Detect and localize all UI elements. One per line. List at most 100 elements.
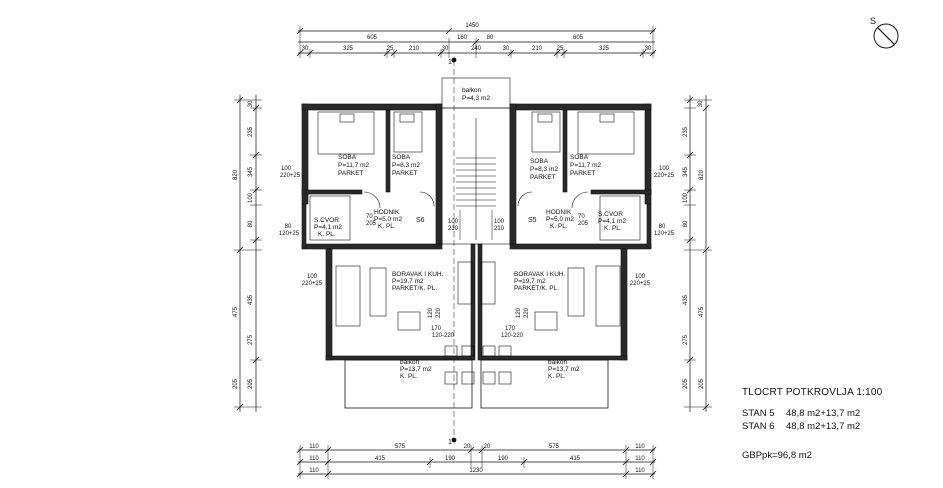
dim-top-3-9: 325 [599,46,610,52]
unit-area: 48,8 m2+13,7 m2 [786,408,861,419]
dim-right-0: 30 [698,100,704,107]
dim-top-3-1: 325 [343,46,354,52]
tag-window-right-mid-b: 220+25 [630,281,651,287]
room-boravak-1-name: BORAVAK I KUH. [392,271,444,278]
unit-row: STAN 6 48,8 m2+13,7 m2 [742,420,932,433]
room-scvor-1-floor: K. PL. [318,231,336,238]
dim-left-3: 100 [248,192,254,203]
room-boravak-2-floor: PARKET/K. PL. [514,285,559,292]
dim-top-3-8: 25 [557,46,564,52]
dim-top-2a: 605 [367,35,378,41]
dim-right-2: 345 [683,166,689,177]
dim-bot-2-0: 110 [309,456,319,462]
room-hodnik-2-name: HODNIK [546,209,572,216]
room-balkon-2-area: P=13,7 m2 [548,366,580,373]
door-tag-13: 220 [524,307,530,318]
room-scvor-1-area: P=4,1 m2 [314,224,342,231]
room-boravak-1-area: P=19,7 m2 [392,278,424,285]
unit-name: STAN 5 [742,408,775,419]
tag-window-right-top-b: 220+25 [654,173,675,179]
dim-left-1: 235 [248,126,254,137]
dim-left-10: 205 [233,378,239,389]
door-tag-2: 70 [578,214,585,220]
dim-left-4: 820 [233,169,239,180]
room-hodnik-1-name: HODNIK [374,209,400,216]
dim-top-total: 1450 [465,23,479,29]
room-soba-2-floor: PARKET [392,170,418,177]
dim-left-2: 345 [248,166,254,177]
room-hodnik-1-floor: K. PL. [378,223,396,230]
gross-area: GBPpk=96,8 m2 [742,450,812,461]
dim-right-10: 205 [699,378,705,389]
room-hodnik-1-area: P=5,0 m2 [374,216,402,223]
door-tag-11: 220 [436,307,442,318]
dim-bot-3-2: 110 [635,468,645,474]
room-scvor-1-name: S.CVOR [314,217,339,224]
room-soba-3-name: SOBA [530,158,549,165]
room-scvor-2-name: S.CVOR [598,211,623,218]
dim-right-8: 275 [683,334,689,345]
room-hodnik-2-area: P=5,0 m2 [546,216,574,223]
room-balkon-1-name: balkon [400,359,420,366]
dim-bot-1-4: 575 [549,444,560,450]
door-tag-10: 120 [428,307,434,318]
dim-bot-2-1: 415 [375,456,386,462]
tag-window-right-bath-a: 80 [659,224,666,230]
tag-window-left-bath-b: 120+25 [279,231,300,237]
dim-top-3-2: 25 [387,46,394,52]
unit-row: STAN 5 48,8 m2+13,7 m2 [742,407,932,420]
dim-left-7: 475 [233,306,239,317]
dim-right-1: 235 [683,126,689,137]
dim-bot-1-0: 110 [309,444,319,450]
room-scvor-2-floor: K. PL. [604,225,622,232]
dim-right-5: 80 [683,220,689,227]
door-tag-6: 100 [448,219,459,225]
tag-window-left-top-b: 220+25 [280,173,301,179]
drawing-legend: TLOCRT POTKROVLJA 1:100 STAN 5 48,8 m2+1… [742,386,932,462]
dim-bot-3-0: 110 [309,468,319,474]
dim-top-3-10: 30 [645,46,652,52]
dim-left-9: 205 [248,378,254,389]
room-soba-2-area: P=8,3 m2 [392,162,420,169]
tag-window-left-mid-a: 100 [307,274,318,280]
room-soba-1-name: SOBA [338,154,357,161]
dim-top-3-7: 210 [532,46,543,52]
door-tag-s5: S5 [528,217,537,224]
room-balkon-top-name: balkon [462,87,482,94]
dim-bot-1-3: 20 [484,444,491,450]
dim-right-7: 475 [699,306,705,317]
tag-window-left-top-a: 100 [281,166,292,172]
room-soba-4-area: P=11,7 m2 [570,162,602,169]
room-soba-2-name: SOBA [392,154,411,161]
dim-left-0: 30 [248,100,254,107]
dim-bot-1-1: 575 [395,444,406,450]
room-hodnik-2-floor: K. PL. [550,223,568,230]
unit-name: STAN 6 [742,421,775,432]
dim-top-2d: 605 [573,35,584,41]
dim-right-9: 205 [683,378,689,389]
north-arrow-label: S [870,16,876,26]
room-soba-3-area: P=8,3 m2 [530,166,558,173]
section-mark-top: 1 [448,59,452,66]
room-balkon-1-floor: K. PL. [400,373,418,380]
dim-bot-3-1: 1230 [469,468,483,474]
dim-right-4: 820 [699,169,705,180]
unit-area: 48,8 m2+13,7 m2 [786,421,861,432]
tag-window-right-mid-a: 100 [635,274,646,280]
dim-left-5: 80 [248,220,254,227]
drawing-title: TLOCRT POTKROVLJA 1:100 [742,387,883,398]
room-soba-3-floor: PARKET [530,174,556,181]
dim-right-3: 100 [683,192,689,203]
dim-top-3-5: 240 [471,46,482,52]
dim-top-3-6: 30 [503,46,510,52]
room-balkon-2-name: balkon [548,359,568,366]
room-soba-1-area: P=11,7 m2 [338,162,370,169]
tag-door-right-b: 120-220 [501,333,524,339]
north-arrow: S [866,14,906,54]
dimension-labels: 1450 605 160 80 605 30 325 25 210 30 240… [233,23,705,474]
dim-left-6: 435 [248,294,254,305]
room-balkon-2-floor: K. PL. [548,373,566,380]
room-boravak-2-name: BORAVAK I KUH. [514,271,566,278]
room-soba-4-floor: PARKET [570,170,596,177]
